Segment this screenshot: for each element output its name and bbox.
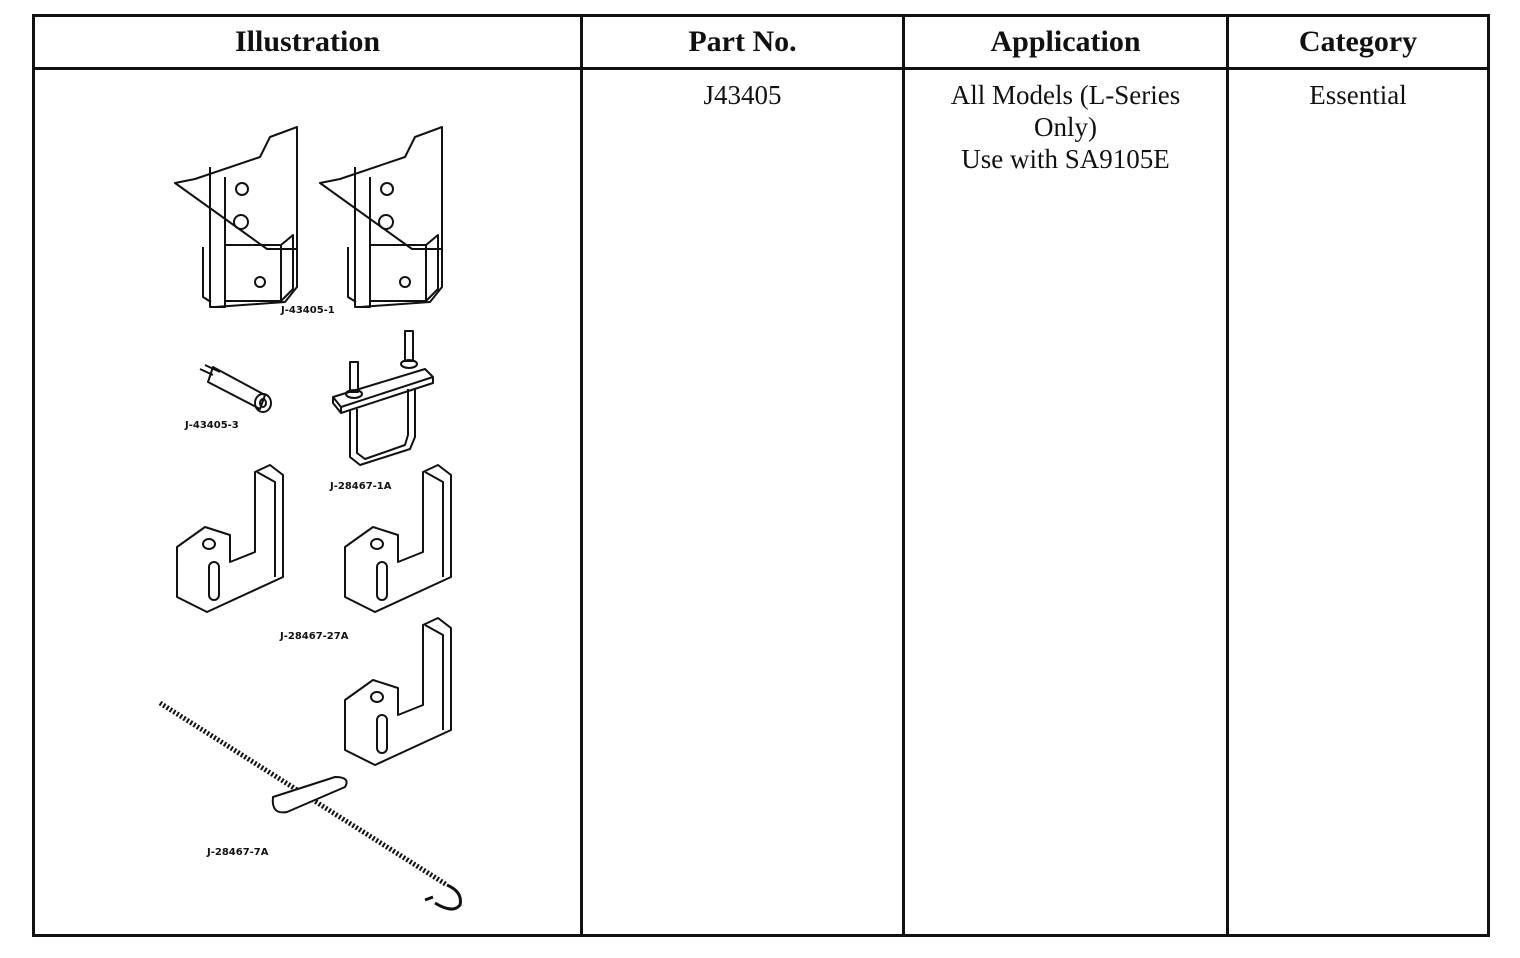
header-part-no: Part No. bbox=[688, 25, 797, 58]
label-hooks: J-28467-27A bbox=[279, 631, 349, 642]
column-divider bbox=[580, 17, 583, 934]
hook-icon bbox=[176, 464, 284, 613]
threaded-rod-icon bbox=[158, 700, 462, 911]
cell-category: Essential bbox=[1229, 79, 1487, 111]
application-line: Only) bbox=[1034, 112, 1097, 142]
label-threaded-rod: J-28467-7A bbox=[206, 847, 269, 858]
part-number: J43405 bbox=[703, 80, 782, 110]
column-divider bbox=[1226, 17, 1229, 934]
label-bracket-pair: J-43405-1 bbox=[280, 305, 335, 316]
hook-icon bbox=[344, 464, 452, 613]
header-illustration: Illustration bbox=[234, 25, 381, 58]
header-category: Category bbox=[1298, 25, 1418, 58]
cell-application: All Models (L-Series Only) Use with SA91… bbox=[905, 79, 1226, 175]
tool-illustration: J-43405-1 J-43405-3 J-28467-1A bbox=[158, 126, 462, 911]
bracket-icon bbox=[174, 126, 298, 308]
label-bridge-plate: J-28467-1A bbox=[329, 481, 392, 492]
bridge-plate-icon bbox=[332, 330, 434, 466]
bracket-icon bbox=[319, 126, 443, 308]
column-divider bbox=[902, 17, 905, 934]
application-line: All Models (L-Series bbox=[950, 80, 1181, 110]
application-line: Use with SA9105E bbox=[961, 144, 1170, 174]
header-divider bbox=[35, 67, 1487, 70]
adapter-icon bbox=[199, 364, 272, 413]
tool-table: Illustration Part No. Application Catego… bbox=[32, 14, 1490, 937]
hook-icon bbox=[344, 617, 452, 766]
header-application: Application bbox=[990, 25, 1141, 58]
cell-part-no: J43405 bbox=[583, 79, 902, 111]
category-value: Essential bbox=[1309, 80, 1407, 110]
label-adapter: J-43405-3 bbox=[184, 420, 239, 431]
